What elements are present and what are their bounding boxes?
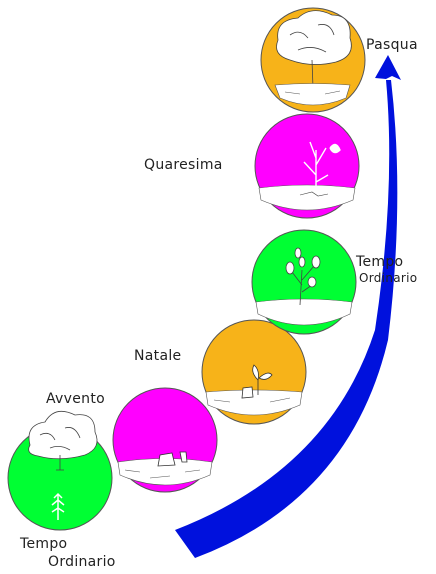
stage-circle-natale	[201, 319, 307, 425]
leafy-sapling-icon	[285, 247, 321, 306]
stage-circle-avvento	[112, 387, 218, 493]
ground	[117, 458, 213, 486]
label-tempo-ordinario-2-line2: Ordinario	[359, 271, 418, 285]
stage-circle-tempo-ordinario-2	[251, 229, 357, 335]
label-quaresima: Quaresima	[144, 157, 223, 173]
ground	[274, 83, 351, 106]
label-natale: Natale	[134, 348, 182, 364]
stump-icon	[157, 451, 188, 467]
arrow-shaft	[175, 80, 398, 558]
stage-circle-tempo-ordinario-1	[7, 410, 113, 531]
label-tempo-ordinario-2-line1: Tempo	[356, 254, 404, 270]
ground	[205, 389, 303, 416]
full-tree-icon	[276, 10, 352, 89]
ground	[255, 298, 353, 326]
stage-circle-pasqua	[260, 7, 366, 113]
label-avvento: Avvento	[46, 391, 105, 407]
bare-sapling-icon	[303, 141, 341, 192]
ground	[258, 184, 356, 211]
label-tempo-ordinario-1-line2: Ordinario	[48, 554, 116, 570]
label-pasqua: Pasqua	[366, 37, 418, 53]
stage-circle-quaresima	[254, 113, 360, 219]
progress-arrow	[175, 55, 401, 558]
label-tempo-ordinario-1-line1: Tempo	[20, 536, 68, 552]
arrow-head	[375, 55, 401, 80]
seed-sprout-icon	[51, 492, 65, 520]
tree-cloud-icon	[28, 410, 98, 471]
sprout-icon	[241, 364, 273, 399]
